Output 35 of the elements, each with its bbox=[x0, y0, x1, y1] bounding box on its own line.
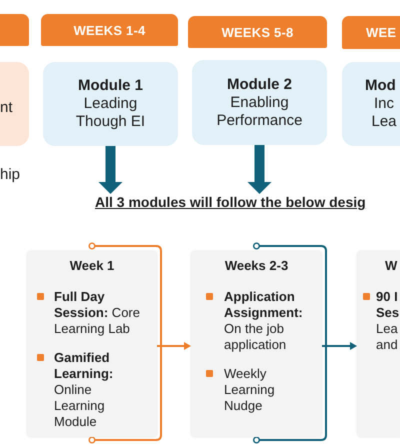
module-subtitle: Inc Lea bbox=[370, 95, 398, 131]
connector-arrow bbox=[157, 342, 191, 350]
bullet-text: Application Assignment: On the job application bbox=[224, 289, 304, 353]
connector-arrow bbox=[322, 342, 357, 350]
down-arrow bbox=[248, 145, 272, 194]
bullet-text: Weekly Learning Nudge bbox=[224, 366, 276, 414]
module-title: Mod bbox=[365, 77, 396, 95]
section-heading: All 3 modules will follow the below desig bbox=[95, 194, 366, 211]
card-heading: W bbox=[384, 258, 398, 273]
week-card bbox=[27, 251, 157, 437]
caption-text: hip bbox=[0, 166, 20, 183]
down-arrow bbox=[98, 146, 122, 194]
header-label: WEE bbox=[366, 25, 396, 40]
module-title: Module 1 bbox=[78, 77, 143, 95]
module-card bbox=[342, 62, 400, 146]
bullet-text: Full Day Session: Core Learning Lab bbox=[54, 289, 141, 337]
header-tab bbox=[342, 16, 400, 49]
bullet-text: 90 I Ses Lea and bbox=[376, 289, 400, 353]
module-card bbox=[0, 62, 29, 146]
header-tab bbox=[0, 14, 29, 46]
module-subtitle: Enabling Performance bbox=[216, 94, 304, 130]
module-title: Module 2 bbox=[226, 76, 292, 94]
bullet-text: Gamified Learning: Online Learning Module bbox=[54, 350, 114, 430]
module-card bbox=[192, 60, 327, 145]
card-heading: Weeks 2-3 bbox=[224, 258, 290, 273]
card-text: nt bbox=[0, 98, 13, 116]
module-card bbox=[43, 62, 178, 146]
week-card bbox=[191, 251, 322, 437]
module-subtitle: Leading Though EI bbox=[74, 95, 146, 131]
header-label: WEEKS 5-8 bbox=[222, 24, 294, 40]
week-card bbox=[357, 251, 400, 437]
header-tab bbox=[41, 14, 178, 46]
card-heading: Week 1 bbox=[68, 258, 116, 273]
header-tab bbox=[188, 16, 327, 48]
header-label: WEEKS 1-4 bbox=[74, 22, 146, 38]
